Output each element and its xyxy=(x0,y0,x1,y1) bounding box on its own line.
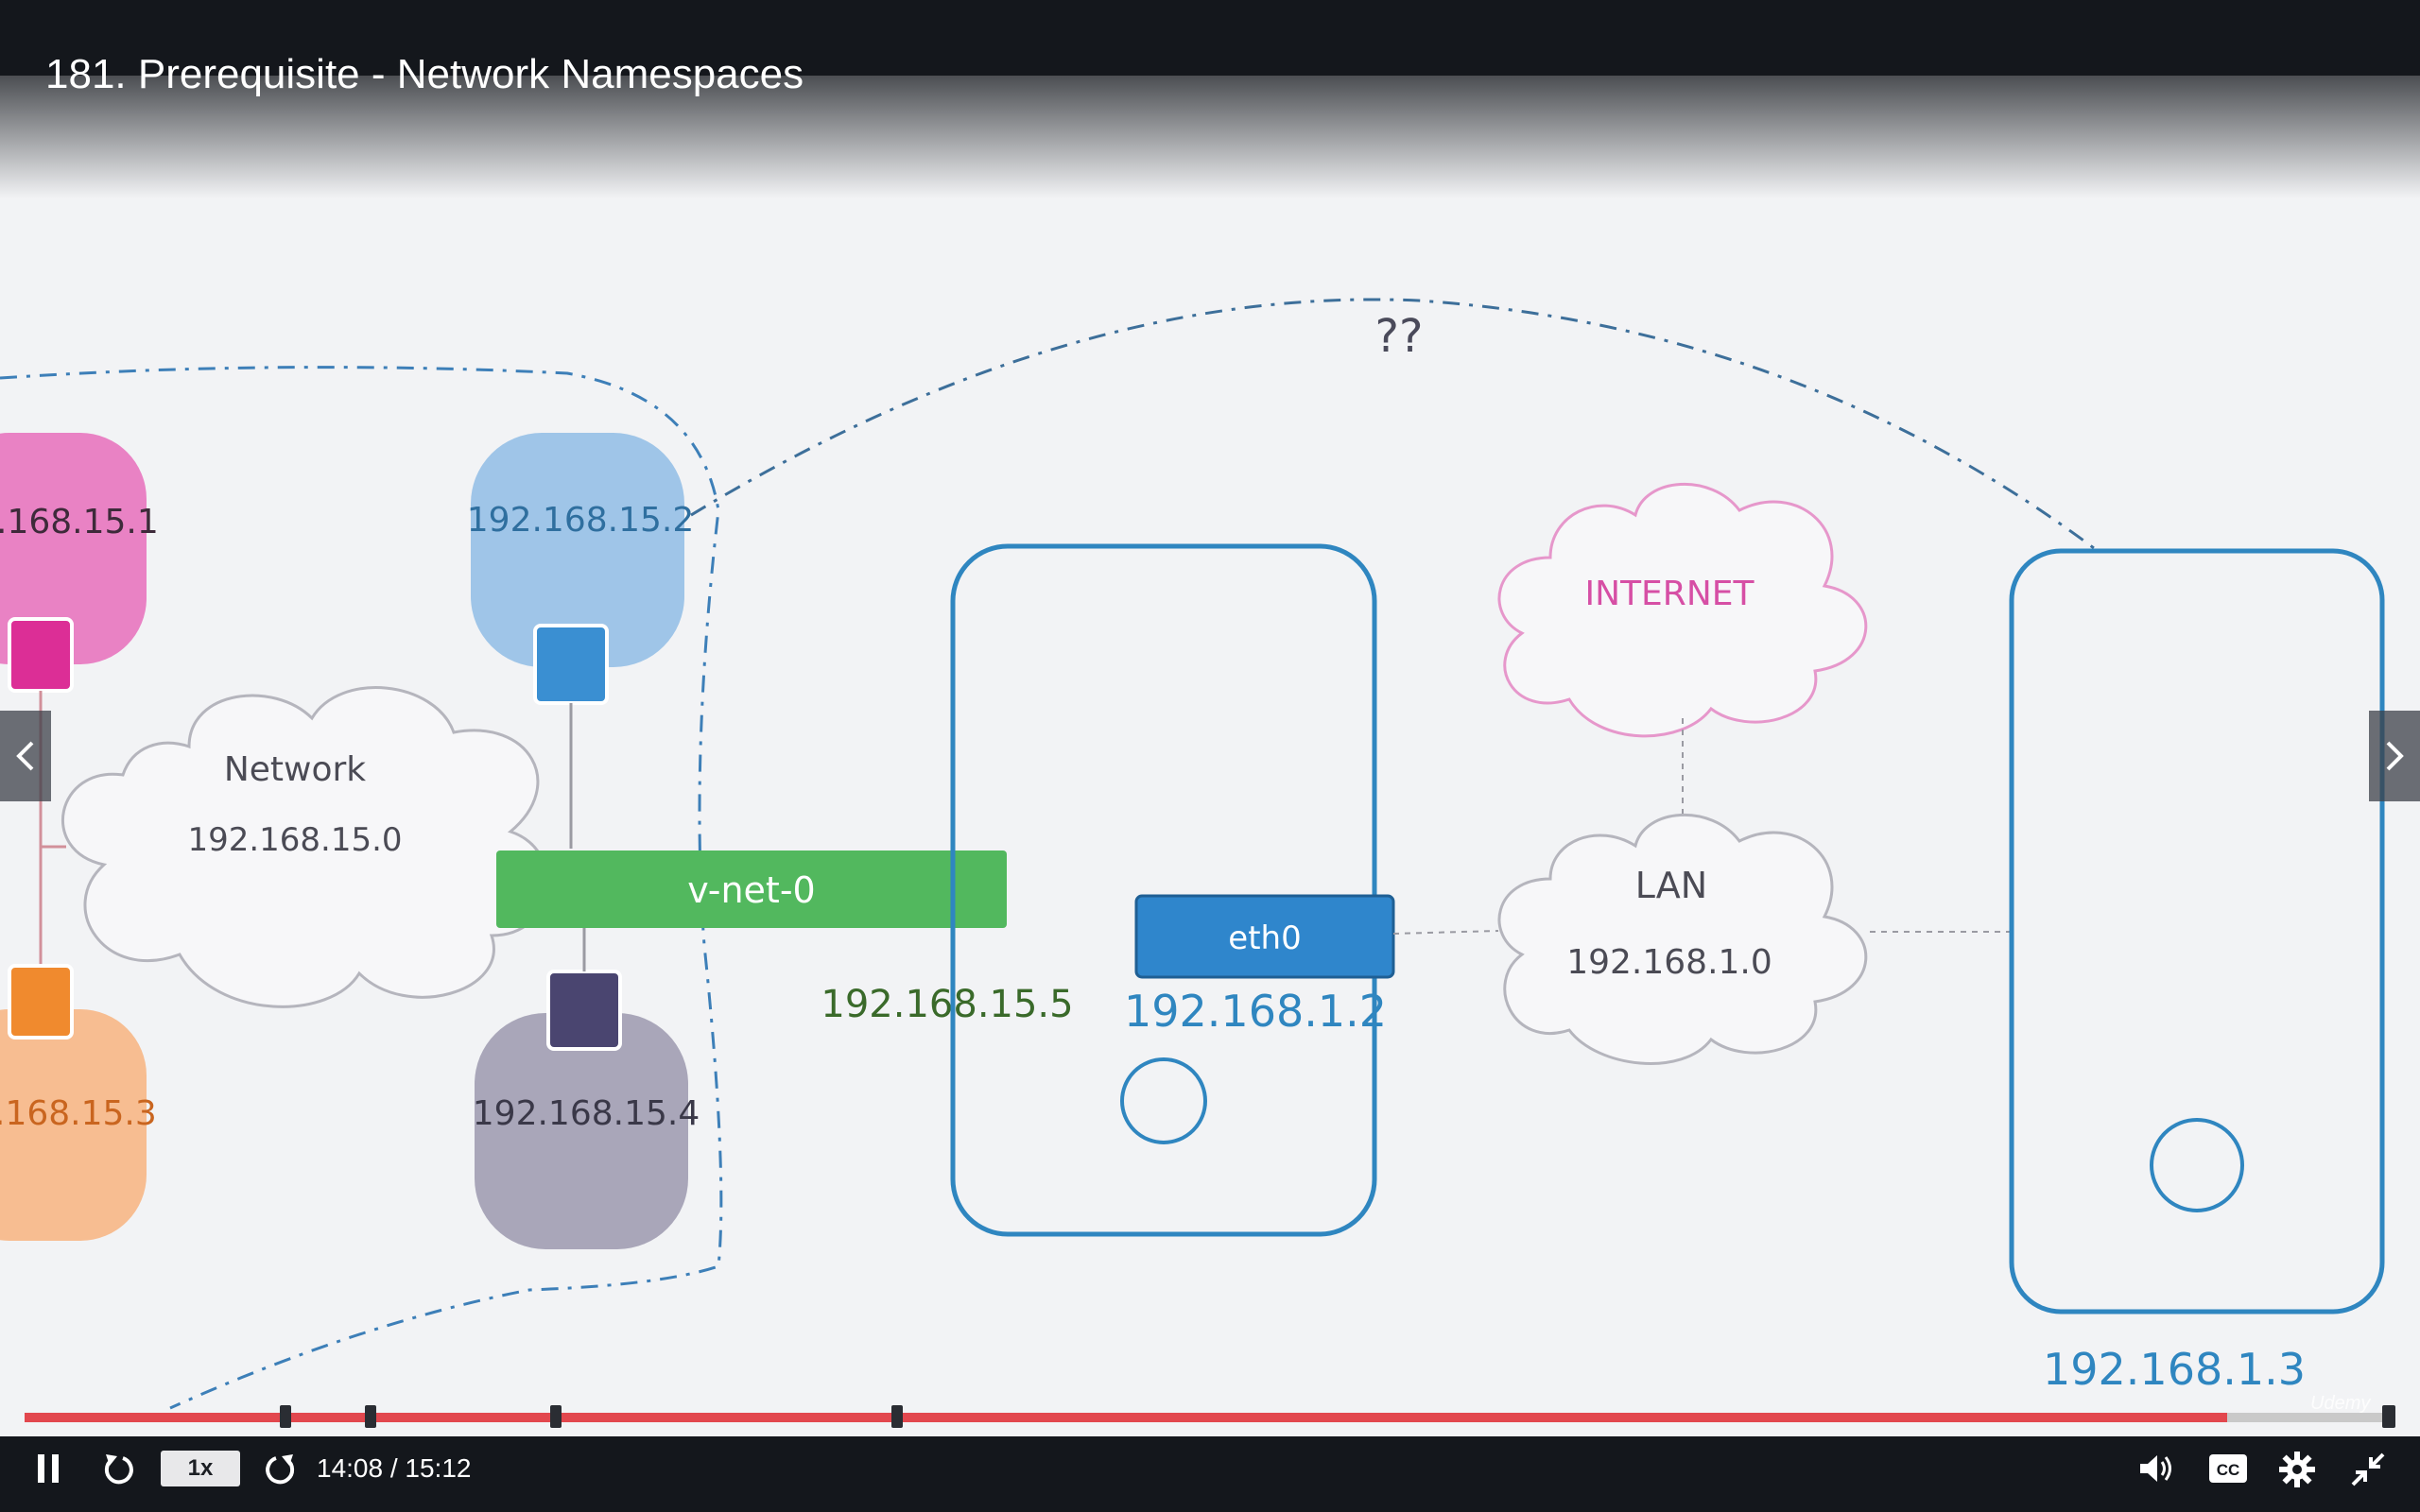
namespace-4-node xyxy=(475,1013,688,1249)
progress-bar[interactable] xyxy=(25,1413,2395,1422)
host-2-device xyxy=(2009,548,2385,1314)
eth0-interface xyxy=(1134,894,1395,979)
chapter-marker[interactable] xyxy=(365,1405,377,1428)
captions-button[interactable]: CC xyxy=(2208,1453,2248,1484)
chapter-marker[interactable] xyxy=(279,1405,291,1428)
settings-icon xyxy=(2279,1452,2315,1487)
player-controls xyxy=(0,1436,2420,1512)
playback-time: 14:08 / 15:12 xyxy=(317,1453,472,1483)
internet-label: INTERNET xyxy=(1585,575,1755,613)
forward-button[interactable] xyxy=(261,1451,299,1486)
namespace-4-ip: 192.168.15.4 xyxy=(473,1094,700,1133)
next-lecture-button[interactable] xyxy=(2369,711,2420,801)
pause-icon xyxy=(38,1454,59,1483)
lan-label: LAN xyxy=(1635,865,1707,906)
namespace-2-node xyxy=(471,433,684,667)
chapter-marker[interactable] xyxy=(549,1405,562,1428)
pause-button[interactable] xyxy=(34,1452,62,1485)
volume-button[interactable] xyxy=(2138,1452,2176,1485)
lan-cloud xyxy=(1497,813,1868,1065)
chevron-right-icon xyxy=(2386,741,2404,771)
exit-fullscreen-button[interactable] xyxy=(2350,1452,2386,1487)
namespace-3-ip: .168.15.3 xyxy=(0,1094,157,1133)
bridge-label: v-net-0 xyxy=(687,869,815,911)
progress-handle[interactable] xyxy=(2382,1405,2395,1428)
eth0-label: eth0 xyxy=(1228,919,1301,957)
namespace-3-node xyxy=(0,1009,147,1241)
playback-speed-button[interactable]: 1x xyxy=(161,1451,240,1486)
namespace-3-port xyxy=(8,964,74,1040)
rewind-icon xyxy=(104,1454,133,1485)
exit-fullscreen-icon xyxy=(2351,1452,2385,1486)
bridge-v-net-0 xyxy=(496,850,1007,928)
chapter-marker[interactable] xyxy=(890,1405,903,1428)
lecture-title: 181. Prerequisite - Network Namespaces xyxy=(45,51,804,97)
bridge-ip: 192.168.15.5 xyxy=(821,983,1073,1026)
host-2-ip: 192.168.1.3 xyxy=(2043,1344,2306,1395)
namespace-1-node xyxy=(0,433,147,664)
host-1-device xyxy=(950,543,1377,1237)
network-cloud-label: Network xyxy=(224,750,366,789)
namespace-1-ip: .168.15.1 xyxy=(0,503,159,541)
namespace-2-port xyxy=(533,624,609,705)
progress-bar-fill xyxy=(25,1413,2227,1422)
chevron-left-icon xyxy=(16,741,34,771)
host-2-button xyxy=(2150,1118,2244,1212)
title-bar xyxy=(0,0,2420,76)
host-1-ip: 192.168.1.2 xyxy=(1124,986,1387,1037)
forward-icon xyxy=(266,1454,295,1485)
captions-icon: CC xyxy=(2209,1454,2247,1483)
lan-ip: 192.168.1.0 xyxy=(1566,943,1772,982)
volume-icon xyxy=(2140,1455,2171,1482)
udemy-watermark: Udemy xyxy=(2310,1393,2371,1414)
network-cloud-ip: 192.168.15.0 xyxy=(187,821,402,859)
namespace-1-port xyxy=(8,617,74,693)
namespace-2-ip: 192.168.15.2 xyxy=(467,501,694,540)
internet-cloud xyxy=(1497,482,1868,738)
settings-button[interactable] xyxy=(2278,1451,2316,1488)
title-gradient xyxy=(0,76,2420,198)
previous-lecture-button[interactable] xyxy=(0,711,51,801)
host-1-button xyxy=(1120,1057,1207,1144)
rewind-button[interactable] xyxy=(100,1451,138,1486)
unknown-route-line xyxy=(623,298,2095,559)
unknown-route-label: ?? xyxy=(1375,310,1424,363)
namespace-4-port xyxy=(546,970,622,1051)
svg-text:CC: CC xyxy=(2217,1461,2240,1479)
